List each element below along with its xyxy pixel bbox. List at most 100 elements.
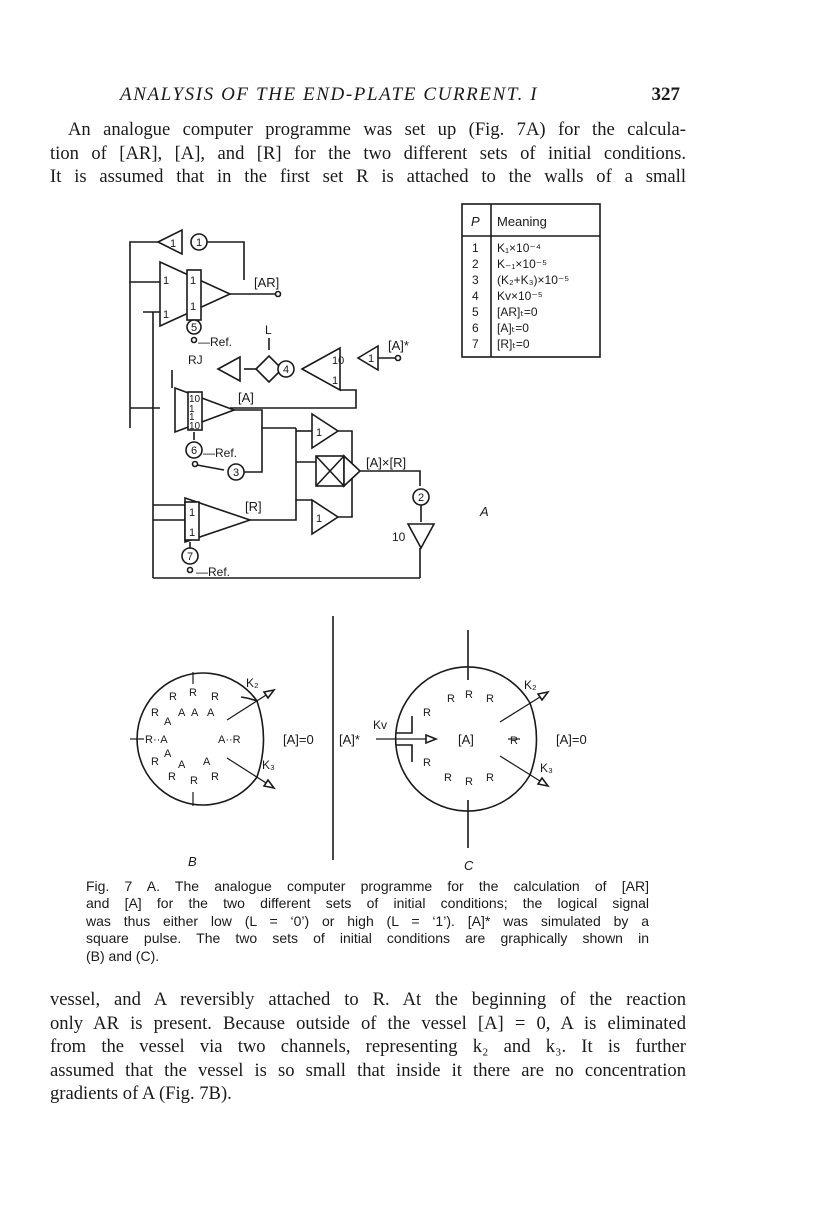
table-header-p: P bbox=[471, 214, 480, 229]
inverter-triangle bbox=[356, 344, 379, 372]
inner-label: R bbox=[447, 693, 455, 705]
relay-triangle bbox=[216, 355, 241, 383]
k2-label: K₂ bbox=[246, 676, 259, 690]
inner-label: R bbox=[151, 707, 159, 719]
inverter-triangle bbox=[156, 228, 183, 256]
figure-caption: Fig. 7 A. The analogue computer programm… bbox=[86, 878, 649, 965]
panel-c-vessel: Kv K₂ K₃ [A]* [A] [A]=0 R R R R R R R R … bbox=[339, 630, 587, 873]
gain-label: 10 bbox=[189, 394, 201, 405]
gain-label: 1 bbox=[316, 427, 322, 439]
gain-label: 1 bbox=[170, 238, 176, 250]
caption-line: Fig. 7 A. The analogue computer programm… bbox=[86, 878, 649, 894]
gain-label: 1 bbox=[189, 412, 195, 423]
table-cell: (K₂+K₃)×10⁻⁵ bbox=[497, 273, 569, 287]
gain-label: 1 bbox=[316, 513, 322, 525]
c-center-label: [A] bbox=[458, 732, 474, 747]
integrator-a bbox=[174, 386, 237, 434]
caption-line: square pulse. The two sets of initial co… bbox=[86, 930, 649, 947]
gain-label: 1 bbox=[368, 353, 374, 365]
text-line: from the vessel via two channels, repres… bbox=[50, 1036, 686, 1058]
inner-label: A bbox=[191, 707, 199, 719]
page-number: 327 bbox=[651, 84, 681, 105]
text-line: assumed that the vessel is so small that… bbox=[50, 1059, 686, 1081]
a-output-label: [A] bbox=[238, 390, 254, 405]
pot-number: 2 bbox=[418, 492, 424, 504]
table-cell: Kv×10⁻⁵ bbox=[497, 289, 543, 303]
inner-label: R bbox=[486, 772, 494, 784]
comparator-diamond bbox=[254, 354, 284, 384]
ar-output-label: [AR] bbox=[254, 275, 279, 290]
potentiometer-1 bbox=[190, 233, 208, 251]
inner-label: R bbox=[211, 771, 219, 783]
kv-label: Kv bbox=[373, 718, 387, 732]
inner-label: A bbox=[164, 748, 172, 760]
text-line: tion of [AR], [A], and [R] for the two d… bbox=[50, 142, 686, 164]
inner-label: R bbox=[168, 771, 176, 783]
panel-label-a: A bbox=[479, 504, 489, 519]
potentiometer-2 bbox=[412, 488, 430, 506]
b-a-zero-label: [A]=0 bbox=[283, 732, 314, 747]
integrator-ar bbox=[159, 260, 232, 328]
gain-label: 1 bbox=[190, 301, 196, 313]
gain-label: 10 bbox=[332, 355, 344, 367]
pot-number: 7 bbox=[187, 551, 193, 563]
c-a-star-label: [A]* bbox=[339, 732, 360, 747]
inner-label: R bbox=[423, 707, 431, 719]
paragraph-bottom: vessel, and A reversibly attached to R. … bbox=[50, 988, 686, 1106]
gain-label: 1 bbox=[163, 309, 169, 321]
inner-label: A bbox=[178, 759, 186, 771]
text-line: It is assumed that in the first set R is… bbox=[50, 166, 686, 188]
inner-label: R bbox=[510, 735, 518, 747]
a-star-input-label: [A]* bbox=[388, 338, 409, 353]
pot-number: 6 bbox=[191, 445, 197, 457]
inner-label: R··A bbox=[145, 734, 168, 746]
text-line: vessel, and A reversibly attached to R. … bbox=[50, 989, 686, 1010]
table-cell: [R]ₜ=0 bbox=[497, 337, 530, 351]
r-output-label: [R] bbox=[245, 499, 262, 514]
parameter-table: P Meaning 1 K₁×10⁻⁴ 2 K₋₁×10⁻⁵ 3 (K₂+K₃)… bbox=[461, 203, 601, 358]
pot-number: 1 bbox=[196, 237, 202, 249]
potentiometer-4 bbox=[277, 360, 295, 378]
potentiometer-6 bbox=[185, 441, 203, 459]
inner-label: A··R bbox=[218, 734, 241, 746]
potentiometer-3 bbox=[227, 463, 245, 481]
caption-line: was thus either low (L = ‘0’) or high (L… bbox=[86, 912, 649, 929]
inner-label: A bbox=[207, 707, 215, 719]
ref-label: —Ref. bbox=[196, 565, 230, 579]
gain-label: 1 bbox=[189, 527, 195, 539]
table-cell: 7 bbox=[472, 337, 479, 351]
inner-label: A bbox=[164, 716, 172, 728]
c-a-zero-label: [A]=0 bbox=[556, 732, 587, 747]
gain-label: 1 bbox=[190, 275, 196, 287]
table-cell: 3 bbox=[472, 273, 479, 287]
pot-number: 4 bbox=[283, 364, 289, 376]
inner-label: R bbox=[444, 772, 452, 784]
text-line: only AR is present. Because outside of t… bbox=[50, 1012, 686, 1034]
multiplier-box bbox=[315, 455, 345, 487]
inner-label: R bbox=[465, 776, 473, 788]
gain-label: 1 bbox=[189, 507, 195, 519]
table-cell: [A]ₜ=0 bbox=[497, 321, 529, 335]
gain-label: 1 bbox=[189, 404, 195, 415]
caption-line: and [A] for the two different sets of in… bbox=[86, 895, 649, 912]
caption-line: (B) and (C). bbox=[86, 947, 160, 964]
inner-label: R bbox=[189, 687, 197, 699]
logic-label-L: L bbox=[265, 323, 272, 337]
inner-label: R bbox=[190, 775, 198, 787]
table-cell: 4 bbox=[472, 289, 479, 303]
table-header-meaning: Meaning bbox=[497, 214, 547, 229]
inverter-triangle bbox=[311, 498, 340, 536]
gain-triangle-10 bbox=[406, 523, 436, 550]
table-cell: [AR]ₜ=0 bbox=[497, 305, 538, 319]
panel-label-b: B bbox=[188, 854, 197, 869]
gain-label: 1 bbox=[332, 375, 338, 387]
table-cell: K₋₁×10⁻⁵ bbox=[497, 257, 547, 271]
k2-label: K₂ bbox=[524, 678, 537, 692]
running-title: ANALYSIS OF THE END-PLATE CURRENT. I bbox=[120, 84, 539, 105]
inverter-triangle bbox=[311, 412, 340, 450]
text-line: An analogue computer programme was set u… bbox=[68, 119, 686, 140]
inner-label: R bbox=[486, 693, 494, 705]
potentiometer-7 bbox=[181, 547, 199, 565]
panel-b-vessel: K₂ K₃ [A]=0 R R R R A A A A R··A A··R R … bbox=[130, 672, 314, 869]
table-cell: 5 bbox=[472, 305, 479, 319]
